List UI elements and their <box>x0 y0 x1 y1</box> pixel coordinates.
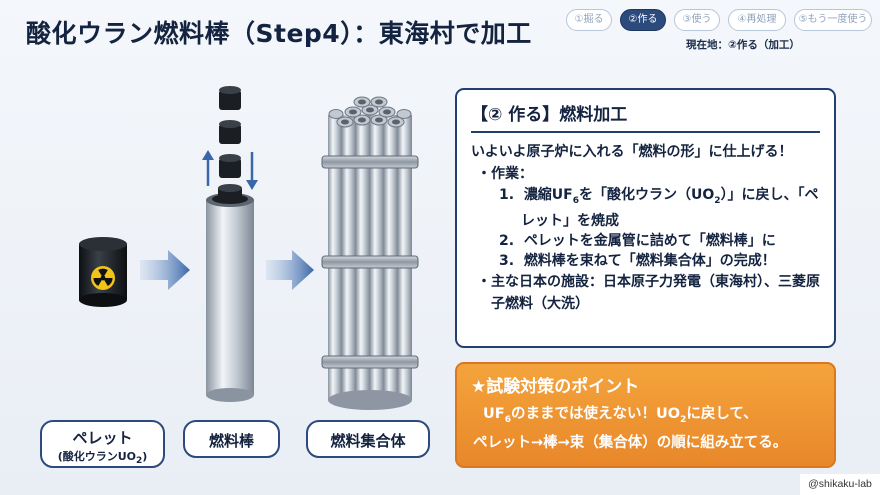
exam-tip-panel: ★試験対策のポイント UF6のままでは使えない！UO2に戻して、 ペレット→棒→… <box>455 362 836 468</box>
credit-watermark: @shikaku-lab <box>800 474 880 495</box>
tip-line-1: UF6のままでは使えない！UO2に戻して、 <box>483 406 758 425</box>
arrow-right-icon <box>266 250 314 290</box>
pellet-label: ペレット (酸化ウランUO2) <box>40 420 165 468</box>
facility-item: ・主な日本の施設：日本原子力発電（東海村）、三菱原子燃料（大洗） <box>477 273 820 312</box>
pellet-label-sub: (酸化ウランUO2) <box>57 450 148 467</box>
step-reuse[interactable]: ⑤もう一度使う <box>794 9 872 31</box>
pellet-label-name: ペレット <box>72 429 133 447</box>
pellet-icon <box>79 237 127 307</box>
stacked-pellets-icon <box>219 86 241 178</box>
step-use[interactable]: ③使う <box>674 9 720 31</box>
info-panel: 【② 作る】燃料加工 いよいよ原子炉に入れる「燃料の形」に仕上げる！ ・作業： … <box>455 88 836 348</box>
page-title: 酸化ウラン燃料棒（Step4）：東海村で加工 <box>26 19 532 48</box>
work-step-1: 1. 濃縮UF6を「酸化ウラン（UO2）」に戻し、「ペレット」を焼成 <box>499 187 819 229</box>
fuel-assembly-label: 燃料集合体 <box>306 420 430 458</box>
step-navigation: ①掘る ②作る ③使う ④再処理 ⑤もう一度使う <box>566 9 872 31</box>
fuel-rod-icon <box>206 184 254 402</box>
arrow-right-icon <box>140 250 190 290</box>
up-down-arrows-icon <box>202 150 258 190</box>
step-make[interactable]: ②作る <box>620 9 666 31</box>
work-step-3: 3. 燃料棒を束ねて「燃料集合体」の完成！ <box>499 252 776 269</box>
step-dig[interactable]: ①掘る <box>566 9 612 31</box>
work-step-2: 2. ペレットを金属管に詰めて「燃料棒」に <box>499 232 776 249</box>
tip-title: ★試験対策のポイント <box>471 377 640 397</box>
fuel-assembly-icon <box>321 96 419 410</box>
info-intro: いよいよ原子炉に入れる「燃料の形」に仕上げる！ <box>471 144 793 160</box>
fuel-rod-label: 燃料棒 <box>183 420 280 458</box>
work-heading: ・作業： <box>477 166 533 182</box>
current-location: 現在地：②作る（加工） <box>686 39 800 51</box>
process-svg <box>79 86 419 410</box>
step-reprocess[interactable]: ④再処理 <box>728 9 786 31</box>
tip-line-2: ペレット→棒→束（集合体）の順に組み立てる。 <box>473 434 788 451</box>
process-illustration <box>0 60 450 460</box>
info-title: 【② 作る】燃料加工 <box>471 100 820 133</box>
